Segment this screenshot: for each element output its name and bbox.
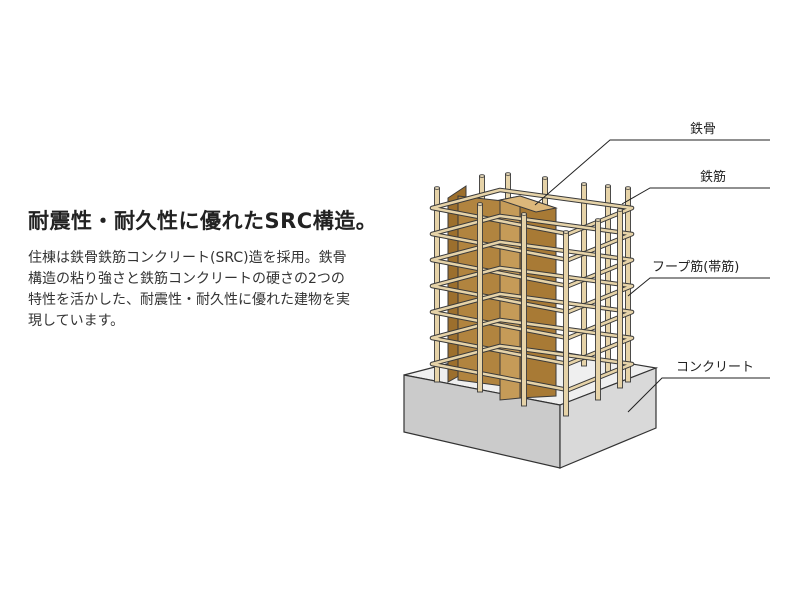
rebar-front-group bbox=[477, 202, 623, 417]
description-line: 構造の粘り強さと鉄筋コンクリートの硬さの2つの bbox=[28, 271, 345, 287]
description-line: 住棟は鉄骨鉄筋コンクリート(SRC)造を採用。鉄骨 bbox=[28, 250, 347, 266]
leader-concrete bbox=[627, 377, 770, 413]
label-steel-frame: 鉄骨 bbox=[690, 122, 716, 137]
leader-hoop bbox=[627, 277, 770, 297]
rebar-bar-front bbox=[477, 202, 483, 393]
description-line: 特性を活かした、耐震性・耐久性に優れた建物を実 bbox=[28, 292, 350, 308]
steel-top bbox=[498, 195, 558, 213]
concrete-side bbox=[559, 367, 657, 469]
rebar-bar-back bbox=[605, 184, 611, 373]
page-title: 耐震性・耐久性に優れたSRC構造。 bbox=[28, 209, 378, 233]
description: 住棟は鉄骨鉄筋コンクリート(SRC)造を採用。鉄骨 構造の粘り強さと鉄筋コンクリ… bbox=[28, 248, 378, 332]
rebar-bar-back bbox=[581, 182, 587, 367]
label-rebar: 鉄筋 bbox=[700, 169, 726, 185]
leader-rebar bbox=[621, 187, 770, 205]
description-line: 現しています。 bbox=[28, 313, 125, 329]
rebar-bar-front bbox=[617, 208, 623, 389]
leader-steel bbox=[534, 139, 770, 206]
label-hoop: フープ筋(帯筋) bbox=[652, 259, 739, 275]
label-concrete: コンクリート bbox=[676, 360, 754, 375]
rebar-bar-front bbox=[595, 218, 601, 401]
callouts: 鉄骨 鉄筋 フープ筋(帯筋) コンクリート bbox=[534, 122, 770, 413]
rebar-bar-front bbox=[521, 212, 527, 407]
rebar-bar-front bbox=[563, 230, 569, 417]
